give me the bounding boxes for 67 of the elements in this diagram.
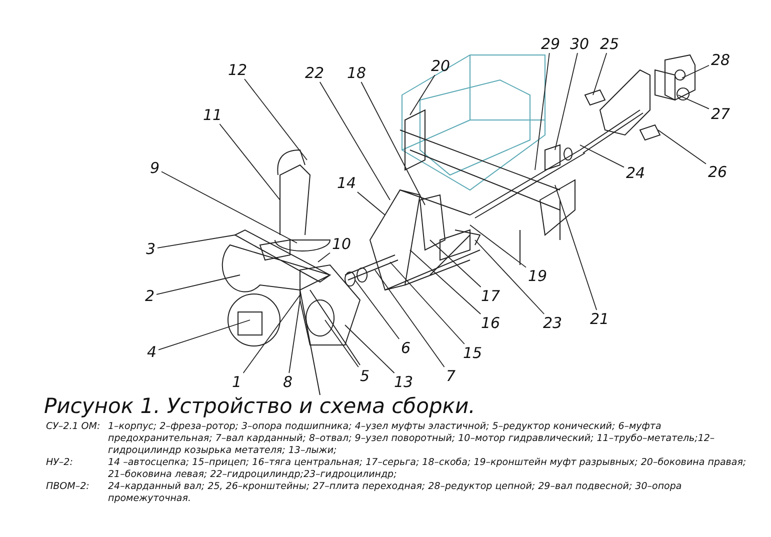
callout-number: 29: [541, 36, 560, 52]
callout-number: 13: [394, 374, 414, 390]
leader-line: [374, 270, 445, 368]
leader-line: [658, 130, 706, 164]
callout-number: 8: [283, 374, 293, 390]
callout-number: 3: [146, 241, 156, 257]
leader-line: [410, 74, 436, 116]
leader-line: [354, 280, 400, 340]
callout-number: 27: [711, 106, 730, 122]
callout-number: 21: [590, 311, 610, 327]
callout-number: 4: [147, 344, 157, 360]
leader-line: [360, 82, 426, 206]
leader-line: [319, 82, 390, 200]
callout-number: 20: [431, 58, 450, 74]
parts-list-text: 1–корпус; 2–фреза–ротор; 3–опора подшипника; 4–узел муфты эластичной; 5–редуктор конический; 6–муфта предохранительная; 7–вал карданный; 8–отвал; 9–узел поворотный; 10–мотор гидравлический; 11–трубо–метатель;12–гидроцилиндр козырька метателя; 13–лыжи;: [108, 421, 716, 457]
leader-line: [356, 192, 386, 216]
leader-line: [156, 274, 240, 295]
leader-line: [580, 144, 624, 168]
leader-line: [470, 224, 526, 268]
leader-line: [244, 78, 308, 160]
figure-title: Рисунок 1. Устройство и схема сборки.: [44, 394, 476, 418]
callout-number: 16: [481, 315, 500, 331]
callout-number: 23: [543, 315, 562, 331]
leader-line: [474, 240, 545, 314]
leader-line: [390, 262, 465, 344]
callout-number: 9: [150, 160, 160, 176]
leader-line: [158, 320, 250, 350]
callout-number: 7: [446, 368, 456, 384]
callout-number: 19: [528, 268, 548, 284]
callout-number: 24: [626, 165, 646, 181]
parts-list-text: 14 –автосцепка; 15–прицеп; 16–тяга центральная; 17–серьга; 18–скоба; 19–кронштейн муфт разрывных; 20–боковина правая; 21–боковина левая; 22–гидроцилиндр;23–гидроцилиндр;: [108, 457, 748, 481]
leader-line: [242, 294, 300, 374]
callout-number: 26: [708, 164, 728, 180]
callout-number: 30: [570, 36, 590, 52]
callout-number: 15: [463, 345, 482, 361]
leader-line: [554, 52, 578, 150]
callout-number: 18: [347, 65, 366, 81]
leader-line: [592, 52, 608, 96]
parts-list-text: 24–карданный вал; 25, 26–кронштейны; 27–плита переходная; 28–редуктор цепной; 29–вал подвесной; 30–опора промежуточная.: [108, 481, 683, 505]
callout-number: 22: [305, 65, 324, 81]
callout-number: 11: [203, 107, 222, 123]
leader-line: [534, 52, 550, 170]
group-code: ПВОМ–2:: [46, 481, 90, 493]
callout-number: 2: [145, 288, 155, 304]
callout-number: 28: [711, 52, 730, 68]
callout-number: 14: [337, 175, 356, 191]
leader-line: [410, 250, 482, 314]
leader-line: [324, 320, 359, 368]
leader-line: [344, 324, 395, 374]
group-code: НУ–2:: [46, 457, 73, 469]
leader-line: [678, 94, 710, 110]
callout-number: 25: [600, 36, 620, 52]
leader-line: [554, 184, 598, 310]
leader-line: [430, 240, 482, 288]
group-code: СУ–2.1 ОМ:: [46, 421, 100, 433]
leader-line: [682, 64, 710, 78]
callout-number: 5: [360, 368, 370, 384]
leader-line: [318, 252, 330, 262]
callout-number: 17: [481, 288, 500, 304]
callout-number: 12: [228, 62, 248, 78]
callout-number: 1: [232, 374, 242, 390]
callout-number: 6: [401, 340, 411, 356]
leader-line: [219, 124, 280, 200]
leader-line: [288, 300, 300, 374]
leader-line: [161, 171, 298, 244]
callout-number: 10: [332, 236, 352, 252]
leader-line: [157, 234, 236, 248]
